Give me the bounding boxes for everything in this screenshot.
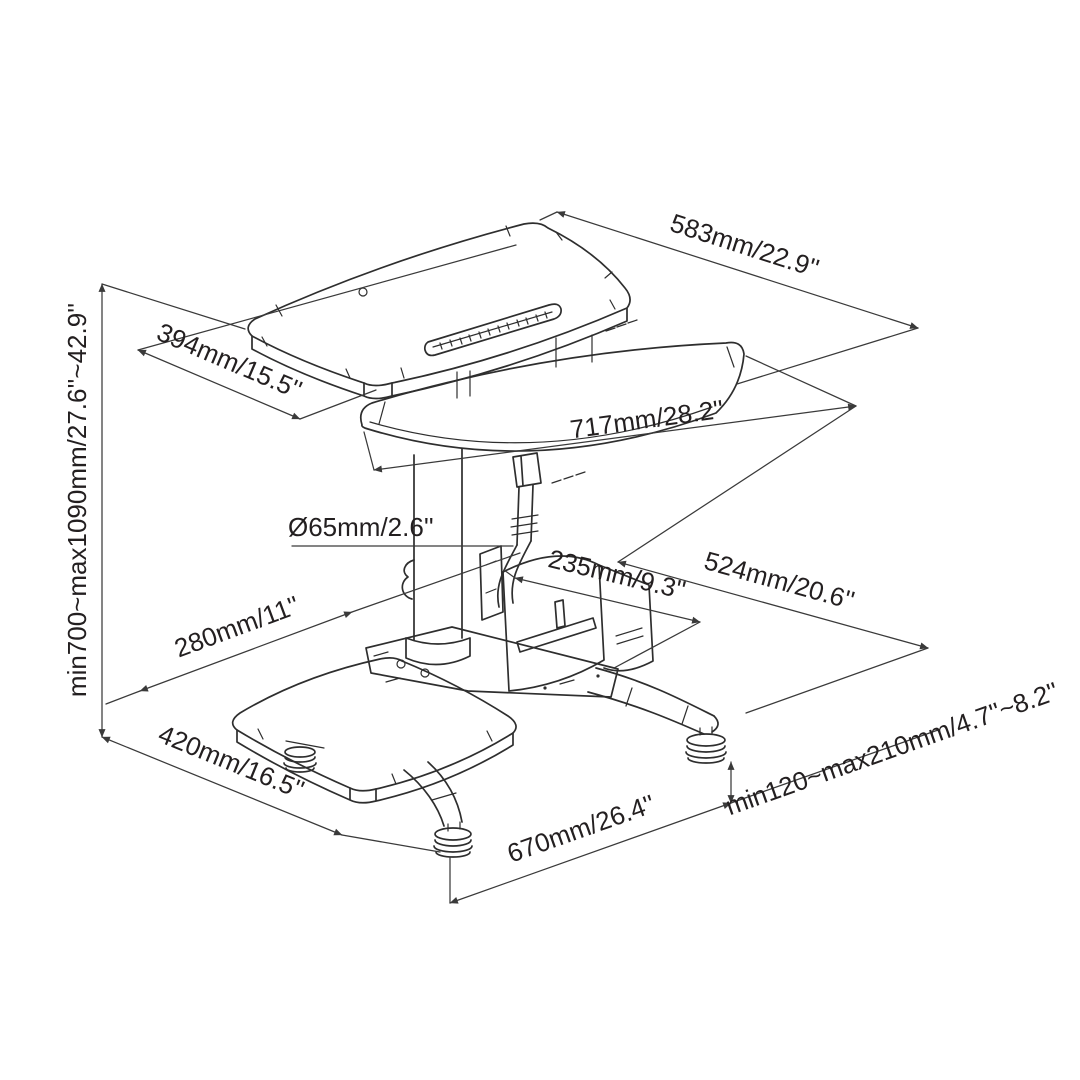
top-platform-surface xyxy=(247,222,631,387)
dimension-tray-width-label: 717mm/28.2'' xyxy=(568,394,725,445)
front-foot-stud xyxy=(447,821,461,832)
dimension-tray-width-line xyxy=(373,403,857,473)
lift-column xyxy=(401,448,471,666)
dimension-mid-depth-label: 524mm/20.6'' xyxy=(701,545,858,615)
dimension-mid-depth-extension-1 xyxy=(617,405,857,563)
height-release-knob xyxy=(401,559,415,600)
dimension-mid-depth-extension-2 xyxy=(745,647,929,714)
base-plate-outline xyxy=(365,626,619,698)
strap-hook xyxy=(512,452,542,488)
front-foot-top xyxy=(434,827,472,841)
right-foot-rings xyxy=(685,745,727,764)
dimension-cpu-holder-extension-2 xyxy=(613,621,701,669)
top-platform xyxy=(247,222,638,400)
dimension-top-depth-extension-1 xyxy=(137,244,517,351)
cable-slot-grill-ticks xyxy=(439,311,548,350)
dimension-height-label: min700~max1090mm/27.6''~42.9'' xyxy=(62,303,92,697)
right-foot-top xyxy=(686,733,726,747)
right-leg-joints xyxy=(625,687,689,725)
cpu-holder-small-slot xyxy=(554,599,566,629)
dimension-footrest-depth-extension xyxy=(351,552,521,613)
cpu-holder-right-slot xyxy=(615,627,644,645)
dimension-tray-width-extension-2 xyxy=(745,355,857,407)
cpu-holder-left-flange xyxy=(479,545,504,621)
front-leg-joint xyxy=(431,792,457,801)
dimension-cpu-holder-line xyxy=(514,576,701,624)
dimension-top-depth-line xyxy=(137,349,301,420)
dimension-top-depth-label: 394mm/15.5'' xyxy=(153,317,307,405)
platform-foot-top xyxy=(284,746,316,758)
right-leg-top xyxy=(595,667,715,717)
dimension-tray-width-extension-1 xyxy=(363,431,375,471)
grommet-hole xyxy=(358,287,368,297)
dimension-height-range: min700~max1090mm/27.6''~42.9'' xyxy=(62,283,246,738)
dimension-base-width-line xyxy=(449,802,732,904)
dimension-cpu-holder: 235mm/9.3'' xyxy=(503,543,701,669)
strap-belt xyxy=(516,484,534,546)
vent-slashes-lower xyxy=(551,471,586,484)
column-pole xyxy=(413,448,463,641)
dimension-base-width-extension-2 xyxy=(730,729,939,804)
strap-bands xyxy=(510,514,539,536)
column-collar xyxy=(405,637,471,666)
dimension-footrest-width-line xyxy=(101,736,343,836)
front-leg xyxy=(403,761,473,858)
dimension-footrest-depth-line xyxy=(139,611,353,692)
front-leg-outer xyxy=(403,769,445,827)
dimension-footrest-width-label: 420mm/16.5'' xyxy=(154,719,308,805)
base-plate-screw-2 xyxy=(596,674,600,678)
right-leg-bottom xyxy=(587,691,705,735)
platform-adjustable-foot xyxy=(283,740,325,773)
dimension-cpu-holder-label: 235mm/9.3'' xyxy=(546,543,689,605)
base-plate-slots xyxy=(373,651,575,685)
dimension-mid-depth-line xyxy=(617,560,929,650)
dimension-top-width: 583mm/22.9'' xyxy=(539,208,919,385)
right-leg xyxy=(587,667,727,764)
right-adjustable-foot xyxy=(685,726,727,764)
dimension-footrest-depth-connector xyxy=(105,690,141,705)
front-foot-rings xyxy=(433,839,473,858)
dimension-foot-height-range: min120~max210mm/4.7''~8.2'' xyxy=(722,676,1063,821)
dimension-top-depth-extension-2 xyxy=(299,389,377,420)
right-leg-tip xyxy=(711,715,719,733)
dimension-pole-diameter-label: Ø65mm/2.6'' xyxy=(288,512,434,542)
dimension-cpu-holder-extension-1 xyxy=(503,569,516,579)
cpu-holder-front-face xyxy=(502,555,605,692)
dimension-footrest-depth-label: 280mm/11'' xyxy=(170,590,303,664)
dimension-footrest-width-extension xyxy=(341,834,441,853)
dimension-top-width-line xyxy=(556,211,919,329)
cpu-holder-flange-slots xyxy=(485,560,497,594)
keyboard-tray-surface xyxy=(359,341,745,452)
base-plate-screw-1 xyxy=(543,686,547,690)
support-posts xyxy=(456,334,593,399)
cpu-holder-long-slot xyxy=(516,617,597,653)
dimension-top-width-extension-2 xyxy=(736,327,919,385)
front-leg-inner xyxy=(427,761,463,823)
dimension-mid-depth: 524mm/20.6'' xyxy=(617,405,929,714)
dimension-top-width-extension-1 xyxy=(539,211,558,221)
cpu-holder-right-wall xyxy=(598,564,654,672)
vent-slashes-upper xyxy=(605,319,638,332)
dimension-foot-height-label: min120~max210mm/4.7''~8.2'' xyxy=(722,676,1063,821)
dimension-height-extension-top xyxy=(101,283,246,330)
dimension-pole-diameter: Ø65mm/2.6'' xyxy=(288,512,514,547)
cable-slot-inner-line xyxy=(432,311,553,348)
